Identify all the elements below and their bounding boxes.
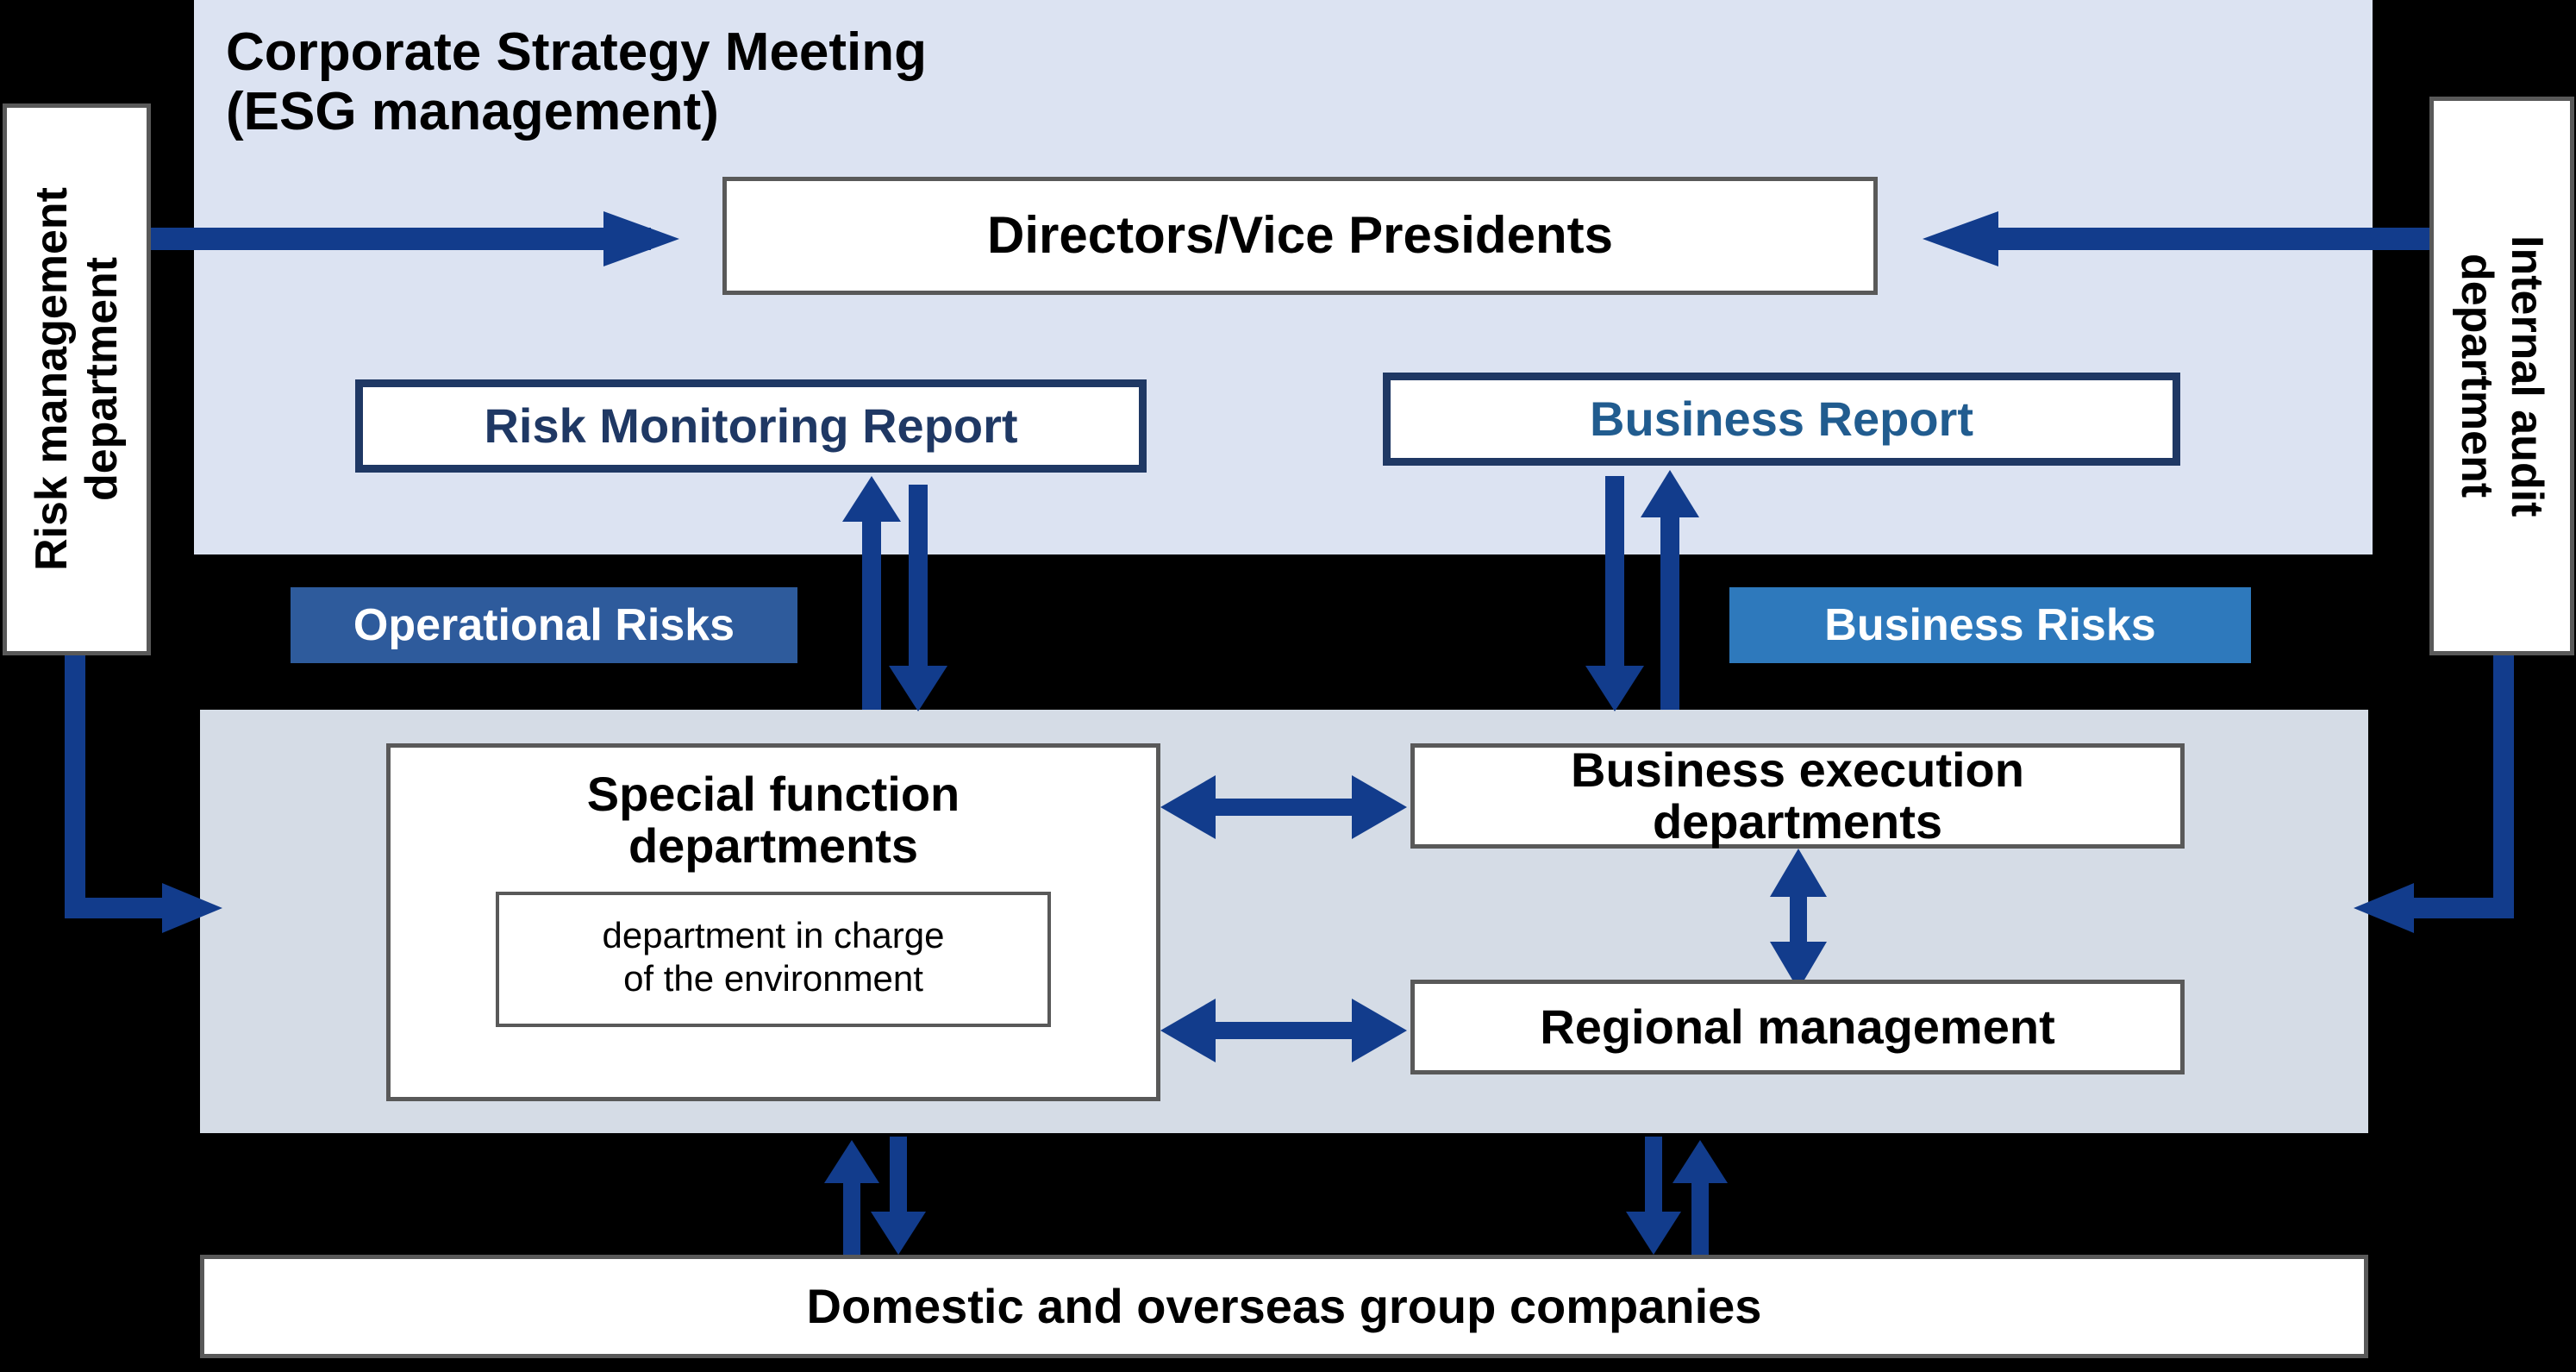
arrow-internal-audit-to-mid-panel xyxy=(2354,651,2514,933)
regional-management-label: Regional management xyxy=(1540,999,2055,1054)
regional-management-box[interactable]: Regional management xyxy=(1410,980,2185,1074)
operational-risks-badge: Operational Risks xyxy=(291,587,797,663)
business-execution-departments-box[interactable]: Business execution departments xyxy=(1410,743,2185,849)
special-function-departments-label: Special function departments xyxy=(586,767,960,874)
risk-monitoring-report-label: Risk Monitoring Report xyxy=(484,398,1018,453)
page-title: Corporate Strategy Meeting (ESG manageme… xyxy=(226,22,928,142)
business-report-label: Business Report xyxy=(1590,391,1973,446)
business-risks-badge: Business Risks xyxy=(1729,587,2251,663)
domestic-and-overseas-group-companies-box[interactable]: Domestic and overseas group companies xyxy=(200,1255,2368,1358)
internal-audit-department-box[interactable]: Internal audit department xyxy=(2429,97,2574,655)
risk-management-department-label: Risk management department xyxy=(26,187,127,572)
arrow-group-companies-left-up xyxy=(824,1140,879,1255)
special-function-departments-box[interactable]: Special function departments department … xyxy=(386,743,1160,1101)
directors-vice-presidents-label: Directors/Vice Presidents xyxy=(987,206,1613,265)
business-execution-departments-label: Business execution departments xyxy=(1571,742,2024,849)
environment-department-box[interactable]: department in charge of the environment xyxy=(496,891,1051,1027)
arrow-group-companies-left-down xyxy=(871,1137,926,1255)
domestic-and-overseas-group-companies-label: Domestic and overseas group companies xyxy=(806,1278,1762,1333)
directors-vice-presidents-box[interactable]: Directors/Vice Presidents xyxy=(722,177,1878,295)
risk-management-department-box[interactable]: Risk management department xyxy=(3,103,151,655)
risk-monitoring-report-box[interactable]: Risk Monitoring Report xyxy=(355,379,1147,473)
arrow-risk-mgmt-to-mid-panel xyxy=(65,651,222,933)
arrow-group-companies-right-up xyxy=(1673,1140,1728,1255)
internal-audit-department-label: Internal audit department xyxy=(2452,235,2553,517)
operational-risks-label: Operational Risks xyxy=(353,600,735,650)
business-report-box[interactable]: Business Report xyxy=(1383,373,2180,466)
environment-department-label: department in charge of the environment xyxy=(602,914,945,999)
arrow-group-companies-right-down xyxy=(1626,1137,1681,1255)
business-risks-label: Business Risks xyxy=(1824,600,2156,650)
